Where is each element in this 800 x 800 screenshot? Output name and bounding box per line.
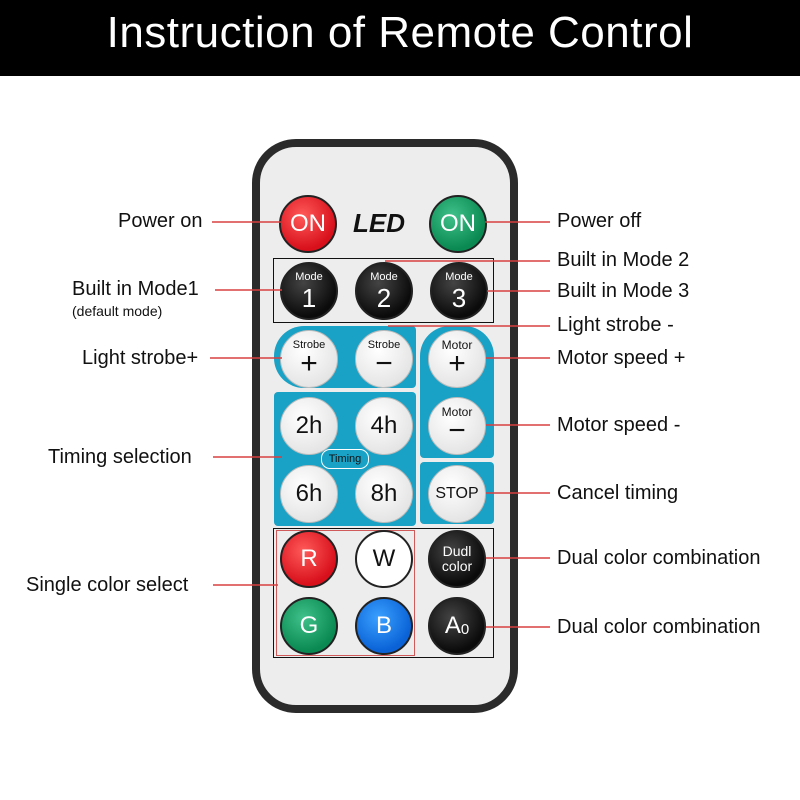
dual-color-label-1: Dudl (442, 542, 472, 559)
label-strobe-minus: Light strobe - (557, 314, 674, 336)
mode-1-caption: Mode (295, 270, 323, 283)
timing-8h-label: 8h (370, 480, 398, 507)
timing-4h-label: 4h (370, 412, 398, 439)
motor-minus-caption: Motor (441, 405, 473, 419)
a0-sub-label: 0 (460, 620, 470, 638)
label-power-on: Power on (118, 210, 203, 232)
mode-2-button[interactable]: Mode 2 (355, 262, 413, 320)
label-single: Single color select (26, 574, 189, 596)
strobe-minus-button[interactable]: Strobe − (355, 330, 413, 388)
power-off-button[interactable]: ON (429, 195, 487, 253)
dual-color-label-2: color (441, 558, 473, 574)
label-dual-b: Dual color combination (557, 616, 761, 638)
timing-4h-button[interactable]: 4h (355, 397, 413, 455)
label-cancel: Cancel timing (557, 482, 679, 504)
timing-6h-label: 6h (295, 480, 323, 507)
green-button[interactable]: G (280, 597, 338, 655)
dual-color-button[interactable]: Dudl color (428, 530, 486, 588)
mode-2-number: 2 (376, 282, 392, 313)
strobe-plus-caption: Strobe (292, 338, 326, 351)
motor-plus-caption: Motor (441, 338, 473, 352)
label-motor-minus: Motor speed - (557, 414, 681, 436)
mode-3-caption: Mode (445, 270, 473, 283)
strobe-plus-button[interactable]: Strobe + (280, 330, 338, 388)
stop-label: STOP (435, 485, 479, 502)
page-title: Instruction of Remote Control (106, 8, 694, 57)
label-dual-a: Dual color combination (557, 547, 761, 569)
plus-icon: + (448, 347, 466, 380)
mode-3-number: 3 (451, 282, 467, 313)
timing-2h-button[interactable]: 2h (280, 397, 338, 455)
timing-8h-button[interactable]: 8h (355, 465, 413, 523)
a0-button[interactable]: A 0 (428, 597, 486, 655)
header-bar: Instruction of Remote Control (0, 0, 800, 76)
strobe-minus-caption: Strobe (367, 338, 401, 351)
power-on-button-label: ON (290, 210, 326, 237)
stop-button[interactable]: STOP (428, 465, 486, 523)
label-strobe-plus: Light strobe+ (82, 347, 199, 369)
a0-main-label: A (444, 612, 461, 639)
label-mode3: Built in Mode 3 (557, 280, 690, 302)
label-mode2: Built in Mode 2 (557, 249, 690, 271)
single-color-frame (276, 530, 415, 656)
red-label: R (300, 545, 318, 572)
plus-icon: + (300, 346, 318, 380)
white-label: W (372, 545, 396, 572)
label-motor-plus: Motor speed + (557, 347, 686, 369)
label-mode1-sub: (default mode) (72, 303, 163, 319)
blue-label: B (375, 612, 392, 639)
motor-minus-button[interactable]: Motor − (428, 397, 486, 455)
power-off-button-label: ON (440, 210, 476, 237)
mode-1-number: 1 (301, 282, 317, 313)
label-power-off: Power off (557, 210, 642, 232)
timing-6h-button[interactable]: 6h (280, 465, 338, 523)
led-brand-label: LED (353, 208, 405, 238)
minus-icon: − (448, 414, 466, 447)
color-group-frame (273, 528, 494, 658)
red-button[interactable]: R (280, 530, 338, 588)
mode-1-button[interactable]: Mode 1 (280, 262, 338, 320)
timing-2h-label: 2h (295, 412, 323, 439)
label-mode1: Built in Mode1 (72, 278, 199, 300)
motor-plus-button[interactable]: Motor + (428, 330, 486, 388)
label-timing: Timing selection (48, 446, 192, 468)
power-on-button[interactable]: ON (279, 195, 337, 253)
white-button[interactable]: W (355, 530, 413, 588)
timing-tag: Timing (321, 449, 369, 469)
blue-button[interactable]: B (355, 597, 413, 655)
green-label: G (299, 612, 319, 639)
minus-icon: − (375, 346, 393, 380)
mode-2-caption: Mode (370, 270, 398, 283)
